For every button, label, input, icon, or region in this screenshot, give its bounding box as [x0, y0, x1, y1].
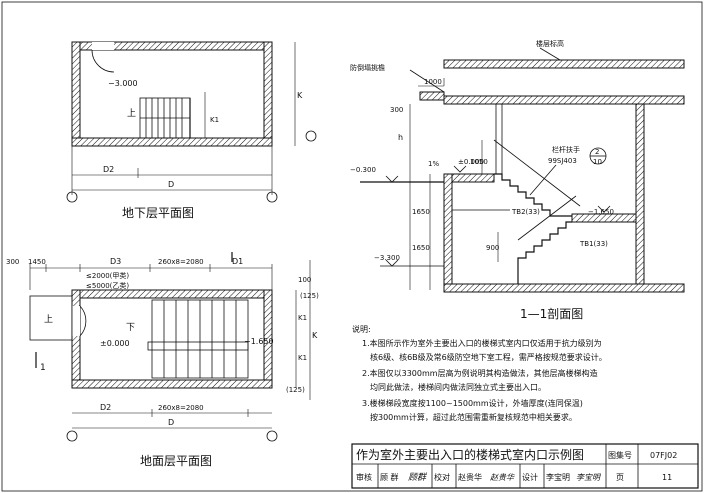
ground-d3-label: D3 [110, 257, 121, 266]
section-rail-label: 栏杆扶手 [552, 145, 580, 154]
title-block-atlas-no: 07FJ02 [650, 451, 677, 460]
title-block-checker-sig: 赵贵华 [490, 473, 515, 482]
ground-plan [29, 252, 311, 442]
notes-head: 说明: [352, 324, 371, 334]
section-view [360, 47, 685, 293]
section-dim-1000: 1000 [424, 78, 442, 86]
ground-plan-title: 地面层平面图 [140, 454, 212, 468]
ground-k1-b: K1 [298, 354, 307, 362]
section-level-3300: −3.300 [374, 254, 400, 262]
section-tb1: TB1(33) [579, 240, 608, 248]
title-block-page-label: 页 [616, 473, 624, 482]
section-slope: 1% [428, 160, 439, 168]
note-2b: 均同此做法，楼梯间内做法同独立式主要出入口。 [370, 382, 546, 392]
title-block-page-no: 11 [662, 473, 672, 482]
note-1b: 核6级、核6B级及常6级防空地下室工程，需严格按规范要求设计。 [370, 352, 607, 362]
ground-door-a: ≤2000(甲类) [86, 271, 129, 280]
section-level-0: ±0.000 [458, 158, 484, 166]
ground-dim-100: 100 [298, 276, 311, 284]
section-detail-num: 2 [595, 148, 599, 156]
basement-level-label: −3.000 [108, 79, 138, 88]
section-detail-sheet: 10 [593, 158, 602, 166]
ground-up-label: 上 [44, 314, 53, 325]
ground-dim-125b: (125) [286, 386, 305, 394]
basement-k1-label: K1 [210, 116, 219, 124]
ground-dim-300: 300 [6, 258, 19, 266]
ground-steps-bottom: 260x8=2080 [158, 404, 204, 412]
note-2a: 2.本图仅以3300mm层高为例说明其构造做法，其他层高楼梯构造 [362, 368, 598, 378]
basement-plan-title: 地下层平面图 [122, 206, 194, 220]
section-level-1650: −1.650 [588, 208, 614, 216]
title-block-atlas-label: 图集号 [608, 450, 632, 460]
title-block-designer: 李宝明 [546, 472, 570, 482]
note-1a: 1.本图所示作为室外主要出入口的楼梯式室内口仅适用于抗力级别为 [362, 338, 602, 348]
title-block-design-label: 设计 [522, 472, 538, 482]
section-dim-1650b: 1650 [412, 244, 430, 252]
section-rail-ref: 99SJ403 [548, 157, 577, 165]
title-block-checker: 赵贵华 [458, 472, 482, 482]
title-block-check-label: 校对 [434, 472, 450, 482]
ground-level-0: ±0.000 [100, 339, 130, 348]
basement-d-label: D [168, 180, 174, 189]
ground-level-1650: −1.650 [244, 337, 274, 346]
section-dim-900: 900 [486, 244, 499, 252]
section-dim-1050: 1050 [470, 158, 488, 166]
note-3b: 按300mm计算，超过此范围需重新复核规范中相关要求。 [370, 412, 577, 422]
title-block-review-label: 审核 [356, 472, 372, 482]
section-anti-rise: 防倒塌挑檐 [350, 63, 385, 72]
title-block-title: 作为室外主要出入口的楼梯式室内口示例图 [356, 447, 584, 462]
title-block-designer-sig: 李宝明 [576, 473, 602, 482]
ground-door-b: ≤5000(乙类) [86, 281, 129, 290]
basement-plan [66, 41, 317, 203]
ground-section-mark: 1 [40, 363, 46, 373]
basement-k-label: K [297, 91, 303, 100]
ground-steps-top: 260x8=2080 [158, 258, 204, 266]
ground-d1-label: D1 [232, 257, 243, 266]
section-level-m03: −0.300 [350, 166, 376, 174]
ground-down-label: 下 [126, 323, 135, 333]
ground-d2-label: D2 [100, 403, 111, 412]
basement-d2-label: D2 [103, 165, 114, 174]
ground-dim-125a: (125) [300, 292, 319, 300]
ground-k-label: K [312, 331, 318, 340]
ground-d-label: D [168, 418, 174, 427]
section-title: 1—1剖面图 [520, 307, 583, 321]
section-tb2: TB2(33) [511, 208, 540, 216]
section-dim-300: 300 [390, 106, 403, 114]
ground-dim-1450: 1450 [28, 258, 46, 266]
basement-up-label: 上 [127, 108, 136, 119]
title-block-reviewer-sig: 顾群 [408, 472, 428, 483]
title-block [351, 443, 699, 489]
section-dim-1650a: 1650 [412, 208, 430, 216]
note-3a: 3.楼梯梯段宽度按1100~1500mm设计，外墙厚度(连同保温) [362, 398, 583, 408]
section-floor-label: 楼层标高 [536, 39, 564, 48]
title-block-reviewer: 顾 群 [380, 472, 399, 482]
section-h-label: h [398, 133, 403, 142]
ground-k1-a: K1 [298, 314, 307, 322]
